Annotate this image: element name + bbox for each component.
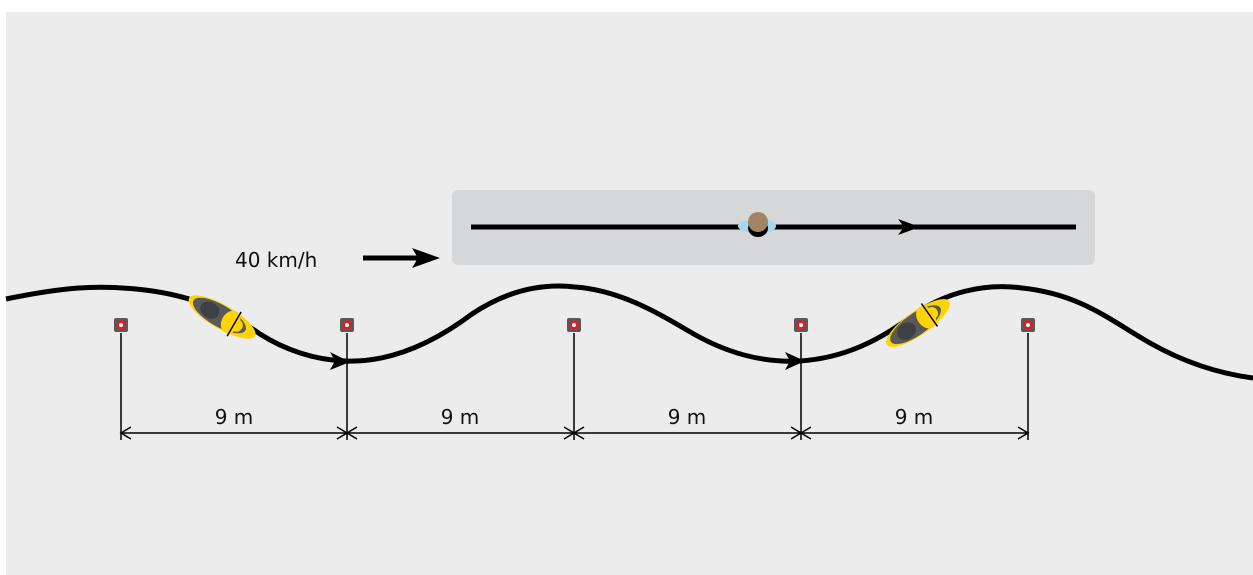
- dimension-line-4: [799, 426, 1030, 440]
- inset-panel: [452, 190, 1095, 265]
- cone-icon-4: [794, 318, 808, 332]
- extension-lines: [120, 333, 1029, 440]
- speed-arrow-icon: [363, 248, 440, 268]
- path-arrow-icon-2: [785, 352, 805, 370]
- path-arrow-icon-1: [330, 352, 350, 370]
- motorcycle-icon-2: [886, 299, 950, 347]
- spacing-label-4: 9 m: [895, 405, 934, 429]
- spacing-label-2: 9 m: [441, 405, 480, 429]
- inset-motorcycle-icon: [738, 212, 776, 237]
- speed-label: 40 km/h: [235, 248, 317, 272]
- cone-icon-5: [1021, 318, 1035, 332]
- cone-icon-1: [114, 318, 128, 332]
- diagram-background: [6, 12, 1253, 575]
- spacing-label-1: 9 m: [215, 405, 254, 429]
- cone-icon-2: [340, 318, 354, 332]
- inset-direction-arrow-icon: [898, 219, 920, 235]
- cone-icon-3: [567, 318, 581, 332]
- spacing-label-3: 9 m: [668, 405, 707, 429]
- motorcycle-icon-1: [188, 295, 256, 339]
